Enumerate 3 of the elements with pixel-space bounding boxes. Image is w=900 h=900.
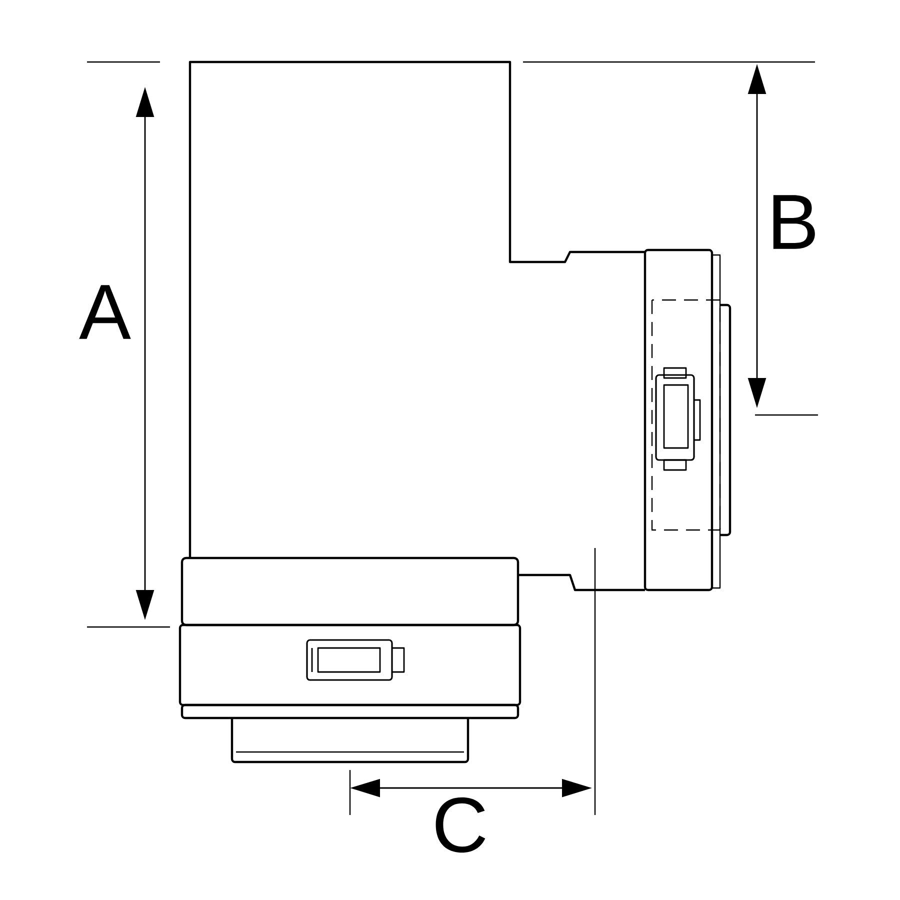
dimension-label: C <box>436 797 486 853</box>
dimension-label: B <box>773 195 815 249</box>
dimension-label: A <box>79 285 131 339</box>
